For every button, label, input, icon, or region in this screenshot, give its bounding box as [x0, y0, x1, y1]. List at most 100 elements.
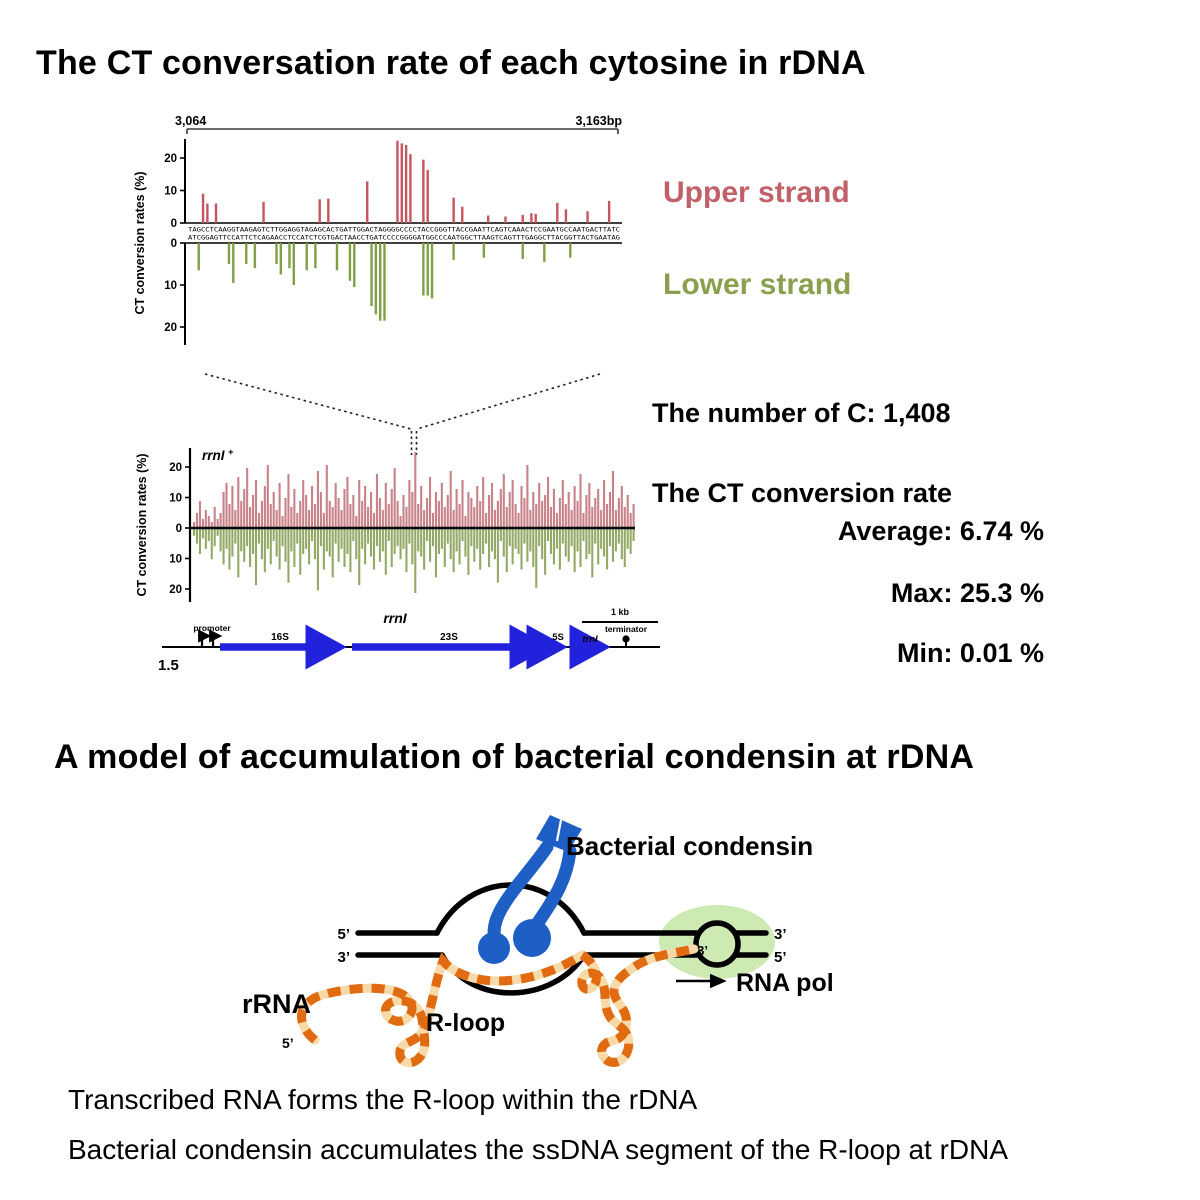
- lower-bar: [335, 243, 339, 271]
- upper-bar: [452, 510, 455, 528]
- upper-bar: [278, 483, 281, 528]
- lower-bar: [591, 528, 594, 578]
- upper-bar: [502, 474, 505, 528]
- upper-bar: [402, 495, 405, 528]
- upper-bar: [287, 474, 290, 528]
- lower-bar: [322, 528, 325, 570]
- upper-bar: [290, 507, 293, 528]
- lower-bar: [482, 243, 486, 258]
- rna-3prime-label: 3’: [697, 943, 708, 958]
- zoom-connector-left-line: [204, 373, 412, 430]
- upper-bar: [198, 501, 201, 528]
- upper-bar: [555, 513, 558, 528]
- upper-bar: [632, 504, 635, 528]
- lower-bar: [544, 528, 547, 575]
- lower-bar: [227, 243, 231, 264]
- lower-bar: [222, 528, 225, 565]
- upper-bar: [582, 513, 585, 528]
- lower-bar: [570, 528, 573, 547]
- lower-bar: [535, 528, 538, 588]
- lower-bar: [623, 528, 626, 567]
- lower-bar: [449, 528, 452, 560]
- upper-bar: [372, 513, 376, 528]
- upper-bar: [486, 215, 490, 223]
- upper-bar: [399, 516, 402, 528]
- lower-bar: [443, 528, 446, 567]
- upper-bar: [570, 510, 573, 528]
- lower-bar: [588, 528, 591, 554]
- upper-bar: [556, 202, 559, 223]
- upper-bar: [588, 483, 591, 528]
- upper-bar: [319, 492, 322, 528]
- lower-bar: [393, 528, 396, 554]
- lower-bar: [402, 528, 405, 549]
- upper-bar: [284, 498, 287, 528]
- upper-bar: [529, 510, 532, 528]
- lower-bar: [287, 528, 290, 583]
- lower-bar: [579, 528, 582, 567]
- lower-bar: [520, 528, 523, 570]
- lower-bar: [228, 528, 231, 570]
- chart2-upper-bars: [193, 452, 635, 528]
- lower-bar: [467, 528, 470, 575]
- lower-bar: [538, 528, 541, 547]
- lower-bar: [343, 528, 346, 567]
- upper-bar: [343, 489, 346, 528]
- lower-bar: [279, 243, 283, 275]
- lower-bar: [620, 528, 623, 560]
- lower-bar: [452, 528, 455, 573]
- upper-bar: [400, 143, 403, 223]
- lower-bar: [240, 528, 243, 552]
- lower-bar: [408, 528, 411, 544]
- lower-bar: [626, 528, 629, 549]
- upper-bar: [316, 471, 319, 528]
- lower-bar: [198, 528, 201, 554]
- lower-bar: [505, 528, 508, 573]
- upper-bar: [499, 489, 502, 528]
- upper-bar: [579, 474, 582, 528]
- upper-bar: [293, 489, 296, 528]
- transcription-bubble-icon: [693, 920, 741, 968]
- upper-bar: [561, 480, 564, 528]
- gene-map: promoter 16S rrnI 23S 5S trnI terminator…: [158, 607, 660, 674]
- upper-bar: [331, 507, 334, 528]
- upper-bar: [558, 498, 561, 528]
- upper-bar: [195, 513, 199, 528]
- scale-bar-label: 1 kb: [611, 607, 630, 617]
- upper-bar: [485, 513, 488, 528]
- lower-bar: [325, 528, 328, 552]
- upper-bar: [375, 474, 378, 528]
- lower-bar: [281, 528, 284, 547]
- chart1-lower-bars: [197, 243, 572, 321]
- condensin-left-arm: [487, 840, 554, 946]
- upper-bar: [214, 203, 218, 223]
- lower-bar: [431, 528, 435, 547]
- upper-bar: [252, 495, 255, 528]
- lower-bar: [269, 528, 272, 565]
- upper-bar: [322, 513, 325, 528]
- lower-strand-sequence: ATCGGAGTTCCATTCTCAGAACCTCCATCTCGTGACTAAC…: [188, 235, 620, 242]
- lower-bar: [372, 528, 376, 570]
- gene-name-label: rrnI: [383, 610, 407, 626]
- upper-bar: [508, 492, 511, 528]
- lower-bar: [387, 528, 390, 541]
- upper-bar: [254, 480, 258, 528]
- dna-right-top-label: 3’: [774, 926, 787, 943]
- lower-bar: [632, 528, 635, 541]
- upper-bar: [334, 483, 337, 528]
- upper-bar: [470, 498, 473, 528]
- upper-bar: [597, 489, 600, 528]
- upper-bar: [526, 465, 529, 528]
- tick-label: 0: [171, 238, 177, 250]
- lower-bar: [476, 528, 479, 549]
- lower-bar: [396, 528, 399, 547]
- lower-bar: [348, 243, 352, 281]
- upper-bar: [603, 480, 606, 528]
- section2-title: A model of accumulation of bacterial con…: [54, 738, 975, 776]
- caption-line-1: Transcribed RNA forms the R-loop within …: [68, 1084, 698, 1115]
- upper-bar: [476, 486, 479, 528]
- upper-bar: [225, 483, 228, 528]
- upper-bar: [505, 507, 508, 528]
- upper-bar: [408, 480, 411, 528]
